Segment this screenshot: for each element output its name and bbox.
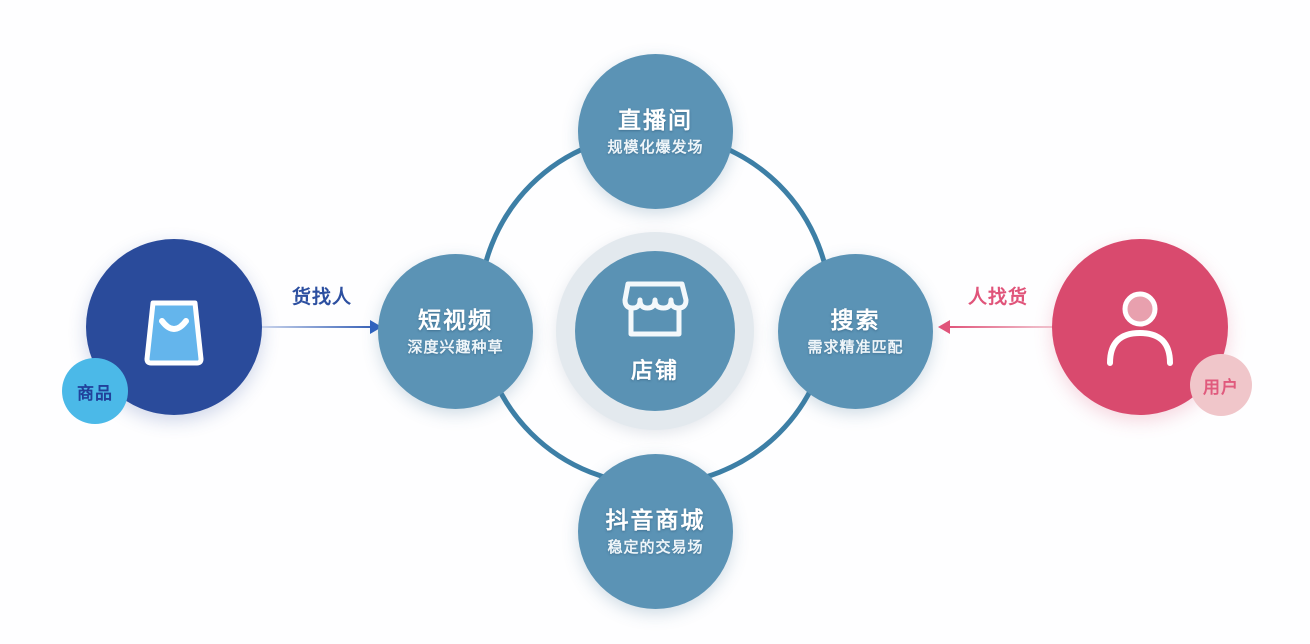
node-douyin-mall-subtitle: 稳定的交易场	[607, 538, 704, 556]
store-icon	[621, 278, 689, 345]
center-store-node[interactable]: 店铺	[575, 251, 735, 411]
shopping-bag-icon	[137, 287, 211, 367]
node-search-title: 搜索	[830, 307, 881, 334]
goods-badge: 商品	[62, 358, 128, 424]
arrow-shaft	[948, 326, 1058, 328]
arrow-people-to-goods: 人找货	[938, 282, 1058, 352]
node-short-video-subtitle: 深度兴趣种草	[407, 338, 504, 356]
node-search[interactable]: 搜索 需求精准匹配	[778, 254, 933, 409]
user-badge-label: 用户	[1203, 377, 1239, 397]
node-short-video-title: 短视频	[418, 307, 493, 334]
user-badge: 用户	[1190, 354, 1252, 416]
node-short-video[interactable]: 短视频 深度兴趣种草	[378, 254, 533, 409]
goods-badge-label: 商品	[77, 383, 113, 403]
node-live-room[interactable]: 直播间 规模化爆发场	[578, 54, 733, 209]
node-search-subtitle: 需求精准匹配	[807, 338, 904, 356]
node-douyin-mall-title: 抖音商城	[605, 507, 706, 534]
arrow-left-head-icon	[938, 320, 950, 334]
user-icon	[1098, 285, 1182, 369]
arrow-goods-to-people: 货找人	[262, 282, 382, 352]
arrow-shaft	[262, 326, 372, 328]
node-live-room-subtitle: 规模化爆发场	[607, 138, 704, 156]
node-douyin-mall[interactable]: 抖音商城 稳定的交易场	[578, 454, 733, 609]
arrow-people-to-goods-label: 人找货	[967, 287, 1028, 308]
center-store-label: 店铺	[630, 357, 679, 383]
arrow-goods-to-people-label: 货找人	[291, 287, 352, 308]
node-live-room-title: 直播间	[618, 107, 693, 134]
